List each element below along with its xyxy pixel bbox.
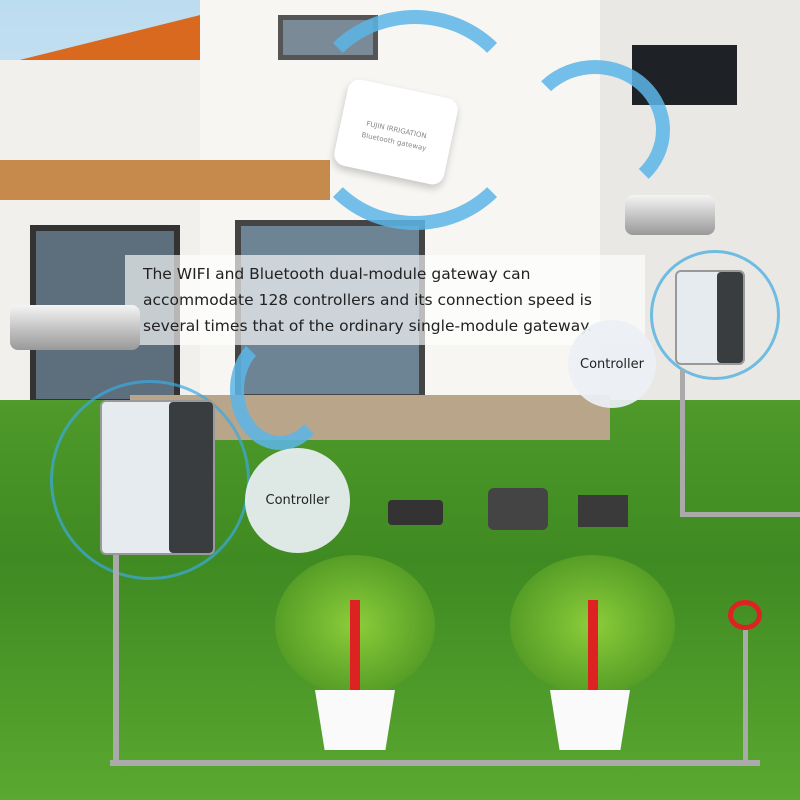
pot-left xyxy=(315,690,395,750)
fitting-part-2 xyxy=(488,488,548,530)
controller-left-device xyxy=(100,400,215,555)
arrow-to-left-controller-icon xyxy=(230,330,330,450)
fitting-part-1 xyxy=(388,500,443,525)
pipe-horizontal xyxy=(110,760,760,766)
pot-right xyxy=(550,690,630,750)
caption-line-1: The WIFI and Bluetooth dual-module gatew… xyxy=(143,265,531,283)
fitting-part-3 xyxy=(578,495,628,527)
controller-right-label: Controller xyxy=(580,356,644,372)
caption-line-2: accommodate 128 controllers and its conn… xyxy=(143,291,592,309)
arrow-to-right-controller-icon xyxy=(520,60,670,200)
porch-beam xyxy=(0,160,330,200)
dripper-left xyxy=(350,600,360,690)
controller-left-label: Controller xyxy=(265,493,330,508)
pipe-vertical-left xyxy=(113,555,119,765)
sprinkler-stake xyxy=(743,630,748,760)
faucet-right xyxy=(625,195,715,235)
pipe-vertical-right xyxy=(680,370,685,515)
caption-text: The WIFI and Bluetooth dual-module gatew… xyxy=(125,255,645,345)
sprinkler-head xyxy=(728,600,762,630)
controller-left-bubble: Controller xyxy=(245,448,350,553)
faucet-left xyxy=(10,305,140,350)
controller-right-bubble: Controller xyxy=(568,320,656,408)
pipe-right-branch xyxy=(680,512,800,517)
caption-line-3: several times that of the ordinary singl… xyxy=(143,317,593,335)
controller-right-device xyxy=(675,270,745,365)
signal-rings-right-icon xyxy=(650,250,780,380)
dripper-right xyxy=(588,600,598,690)
